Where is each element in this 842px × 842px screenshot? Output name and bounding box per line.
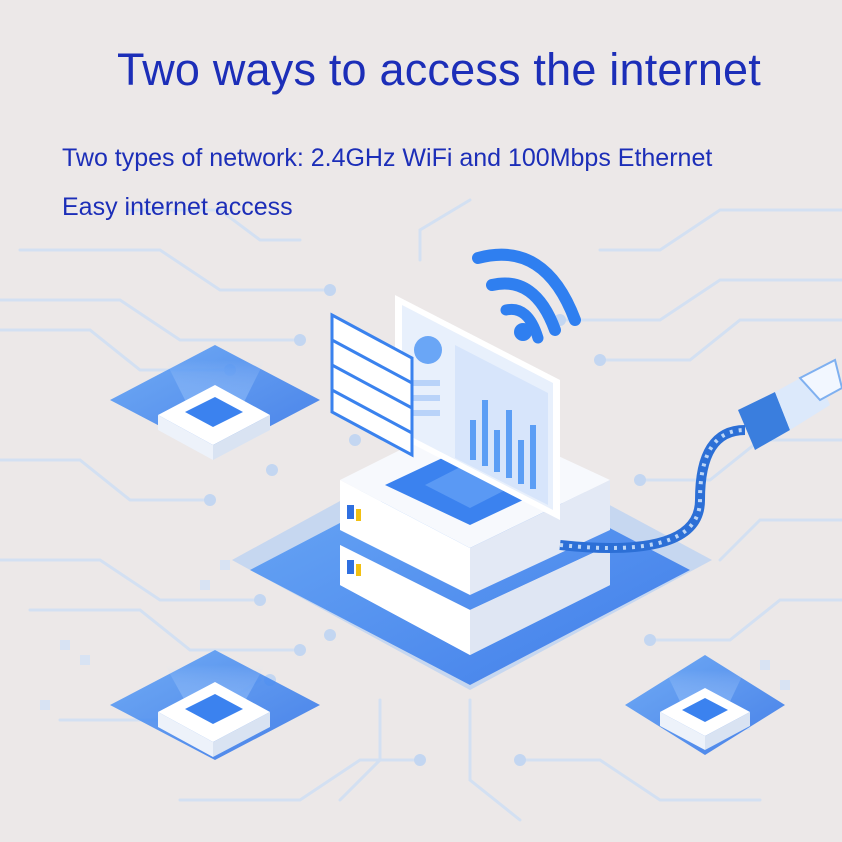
wifi-icon [472, 248, 581, 344]
network-node-icon [110, 345, 320, 460]
feature-line: Two types of network: 2.4GHz WiFi and 10… [62, 144, 713, 172]
ethernet-cable-icon [559, 358, 842, 553]
network-node-icon [110, 650, 320, 760]
feature-line: Easy internet access [62, 193, 293, 221]
network-node-icon [625, 655, 785, 755]
monitor-dashboard-icon [330, 295, 560, 520]
circuit-lines [0, 198, 842, 822]
page-title: Two ways to access the internet [116, 44, 761, 95]
